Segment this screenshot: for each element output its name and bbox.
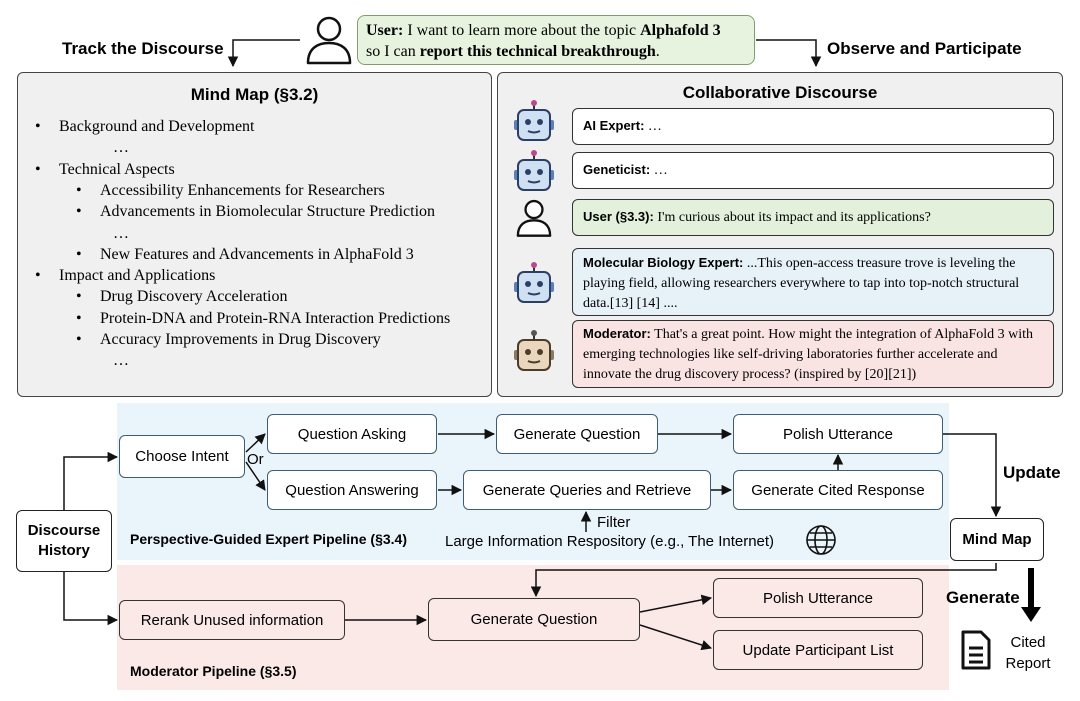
utterance-user: User (§3.3): I'm curious about its impac… [572, 199, 1054, 236]
robot-icon [514, 150, 554, 191]
bullet-icon: • [76, 203, 82, 221]
mind-map-ellipsis: … [113, 139, 129, 157]
mind-map-item: Protein-DNA and Protein-RNA Interaction … [100, 309, 451, 327]
utterance-speaker: Geneticist: [583, 162, 651, 177]
utterance-speaker: User (§3.3): [583, 209, 654, 224]
utterance-speaker: Moderator: [583, 325, 651, 341]
mind-map-item: Accessibility Enhancements for Researche… [100, 181, 385, 199]
utterance-ai-expert: AI Expert: … [572, 108, 1054, 145]
utterance-molecular-biology-expert: Molecular Biology Expert: ...This open-a… [572, 248, 1054, 316]
mind-map-item: Impact and Applications [59, 267, 216, 285]
arrow-update [943, 433, 1002, 518]
utterance-speaker: Molecular Biology Expert: [583, 254, 744, 270]
user-prompt-text-3: . [655, 43, 660, 60]
arrow-intent-asking [245, 433, 266, 453]
mind-map-item: Background and Development [59, 118, 255, 135]
utterance-moderator: Moderator: That's a great point. How mig… [572, 320, 1054, 388]
user-prompt-topic: Alphafold 3 [640, 22, 721, 39]
discourse-title: Collaborative Discourse [682, 83, 878, 102]
bullet-icon: • [76, 245, 82, 263]
bullet-icon: • [35, 118, 41, 135]
update-label: Update [1003, 463, 1061, 482]
question-answering-node: Question Answering [267, 470, 437, 510]
utterance-text: That's a great point. How might the inte… [583, 326, 1034, 382]
mind-map-panel: Mind Map (§3.2) • Background and Developm… [17, 72, 492, 397]
generate-label: Generate [946, 588, 1020, 607]
track-discourse-label: Track the Discourse [62, 39, 224, 58]
generate-queries-node: Generate Queries and Retrieve [463, 470, 711, 510]
mind-map-node: Mind Map [950, 518, 1044, 561]
user-icon [306, 16, 352, 65]
globe-icon [806, 525, 836, 555]
choose-intent-node: Choose Intent [119, 435, 245, 478]
arrow-history-intent [63, 451, 119, 510]
arrow-observe [756, 39, 822, 68]
moderator-generate-question-node: Generate Question [428, 598, 640, 641]
user-prompt-text-2: so I can [366, 43, 420, 60]
repository-label: Large Information Respository (e.g., The… [445, 533, 775, 550]
arrow-history-rerank [63, 572, 119, 626]
document-icon [961, 630, 991, 670]
utterance-geneticist: Geneticist: … [572, 152, 1054, 189]
rerank-node: Rerank Unused information [119, 600, 345, 640]
user-prompt-text-1: I want to learn more about the topic [403, 22, 641, 39]
bullet-icon: • [76, 288, 82, 306]
arrow-track [227, 39, 300, 68]
arrow-generate [1021, 607, 1041, 622]
user-prompt-goal: report this technical breakthrough [419, 43, 656, 60]
or-label: Or [247, 451, 264, 468]
robot-icon [514, 100, 554, 141]
bullet-icon: • [76, 309, 82, 327]
utterance-speaker: AI Expert: [583, 118, 645, 133]
mind-map-item: Accuracy Improvements in Drug Discovery [100, 331, 381, 348]
user-prompt-speaker: User: [366, 22, 404, 39]
polish-utterance-node: Polish Utterance [733, 414, 943, 454]
arrow-mod-update [639, 624, 712, 651]
utterance-text: I'm curious about its impact and its app… [653, 210, 931, 225]
mind-map-item: Advancements in Biomolecular Structure P… [100, 203, 436, 221]
utterance-text: … [650, 163, 668, 178]
arrow-mod-polish [639, 594, 713, 613]
bullet-icon: • [35, 160, 41, 178]
user-icon [516, 199, 552, 237]
bullet-icon: • [35, 267, 41, 285]
generate-cited-response-node: Generate Cited Response [733, 470, 943, 510]
mind-map-item: Drug Discovery Acceleration [100, 288, 288, 306]
utterance-text: … [644, 119, 662, 134]
expert-pipeline-label: Perspective-Guided Expert Pipeline (§3.4… [130, 531, 407, 547]
mind-map-item: Technical Aspects [59, 160, 175, 178]
user-prompt-bubble: User: I want to learn more about the top… [357, 15, 755, 65]
cited-report-label: Cited Report [1005, 634, 1051, 672]
utterance-text: ...This open-access treasure trove is le… [583, 255, 1020, 311]
moderator-robot-icon [514, 330, 554, 371]
robot-icon [514, 262, 554, 303]
bullet-icon: • [76, 181, 82, 199]
mind-map-ellipsis: … [113, 224, 129, 242]
moderator-pipeline-label: Moderator Pipeline (§3.5) [130, 663, 297, 679]
filter-label: Filter [597, 514, 631, 531]
update-participant-list-node: Update Participant List [713, 630, 923, 670]
mind-map-item: New Features and Advancements in AlphaFo… [100, 245, 414, 263]
mind-map-title: Mind Map (§3.2) [190, 85, 319, 104]
question-asking-node: Question Asking [267, 414, 437, 454]
arrow-mindmap-mod [530, 563, 997, 598]
discourse-history-node: Discourse History [16, 510, 112, 572]
arrow-intent-answering [245, 461, 266, 491]
generate-question-node: Generate Question [496, 414, 658, 454]
mind-map-ellipsis: … [113, 352, 129, 370]
bullet-icon: • [76, 331, 82, 348]
moderator-polish-node: Polish Utterance [713, 578, 923, 618]
observe-participate-label: Observe and Participate [827, 39, 1022, 58]
